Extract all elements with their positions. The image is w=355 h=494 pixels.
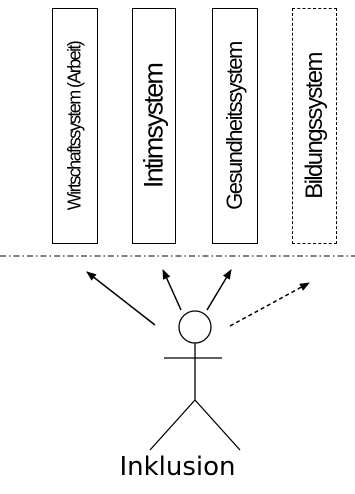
arrow-to-bildung [229,282,310,327]
system-box-wirtschaft: Wirtschaftssystem (Arbeit) [52,8,98,244]
arrow-to-wirtschaft [86,271,156,326]
person-leg-right [194,399,241,451]
person-leg-left [149,399,196,451]
caption-inklusion: Inklusion [119,452,236,482]
arrow-to-intim [162,269,182,311]
system-box-bildung: Bildungssystem [292,8,337,244]
system-box-gesundheit: Gesundheitssystem [212,8,258,244]
arrow-to-gesundheit [206,269,232,311]
person-head [178,310,212,344]
system-box-intim: Intimsystem [132,8,176,244]
